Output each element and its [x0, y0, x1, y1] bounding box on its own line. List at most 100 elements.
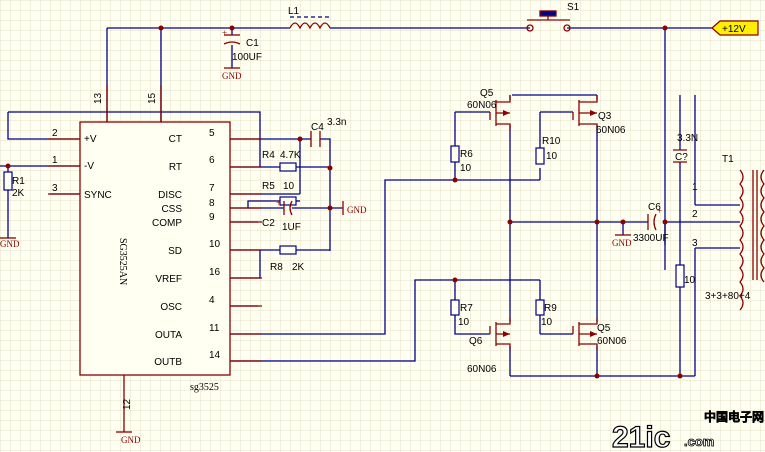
r5-ref: R5 [262, 181, 275, 192]
ic-pin-num: 9 [209, 212, 215, 223]
resistor-r6[interactable]: R6 10 [450, 145, 473, 174]
s1-ref: S1 [567, 2, 580, 13]
t1-pin: 1 [692, 182, 698, 193]
q5b-ref: Q5 [597, 323, 611, 334]
mosfet-q6[interactable]: Q6 60N06 [467, 318, 511, 375]
ic-label: sg3525 [190, 382, 219, 393]
r10-value: 10 [546, 151, 558, 162]
gnd-c6: GND [612, 234, 632, 248]
l1-ref: L1 [288, 6, 300, 17]
watermark-logo: 21ic .com 中国电子网 [611, 409, 764, 452]
capacitor-c2[interactable]: + C2 1UF [262, 198, 301, 233]
mosfet-q5-bottom[interactable]: Q5 60N06 [572, 318, 627, 350]
ic-pin-num: 10 [209, 239, 221, 250]
r1-value: 2K [12, 188, 25, 199]
r1-ref: R1 [12, 176, 25, 187]
ic-pin-num: 16 [209, 267, 221, 278]
ic-pin-name: COMP [152, 218, 182, 229]
resistor-r4[interactable]: R4 4.7K [262, 150, 301, 172]
ic-sg3525[interactable]: 2 1 3 +V -V SYNC CT RT DISC CSS COMP SD … [48, 85, 262, 432]
ic-pin-num: 7 [209, 183, 215, 194]
ic-pin-name: OSC [160, 302, 182, 313]
junction-dots [5, 25, 683, 379]
cq-ref: C? [675, 152, 688, 163]
q3-part: 60N06 [596, 125, 626, 136]
ic-pin-num: 12 [122, 398, 133, 410]
resistor-r10[interactable]: R10 10 [535, 136, 561, 165]
c2-value: 1UF [282, 222, 301, 233]
ic-pin-name: RT [169, 162, 182, 173]
q5a-ref: Q5 [480, 88, 494, 99]
ic-pin-num: 14 [209, 350, 221, 361]
r10-ref: R10 [542, 136, 561, 147]
r7-ref: R7 [460, 303, 473, 314]
ic-pin-num: 13 [93, 92, 104, 104]
resistor-r8[interactable]: R8 2K [270, 245, 305, 273]
ic-part-number: SG3525AN [117, 238, 128, 285]
watermark-dot: .com [684, 434, 714, 449]
ic-pin-name: SYNC [84, 190, 112, 201]
c6-value: 3300UF [633, 233, 669, 244]
r9-ref: R9 [544, 303, 557, 314]
ic-pin-num: 11 [209, 323, 220, 334]
gnd-ic: GND [116, 431, 141, 445]
q5a-part: 60N06 [467, 100, 497, 111]
mosfet-q3[interactable]: Q3 60N06 [572, 95, 626, 136]
r4-value: 4.7K [280, 150, 301, 161]
resistor-rb[interactable]: 10 [675, 264, 696, 288]
c4-ref: C4 [311, 122, 324, 133]
r8-ref: R8 [270, 262, 283, 273]
ic-pin-num: 6 [209, 155, 215, 166]
c4-value: 3.3n [327, 117, 346, 128]
svg-text:+: + [657, 206, 662, 216]
t1-ref: T1 [722, 154, 734, 165]
vcc-label: +12V [722, 24, 746, 35]
q6-ref: Q6 [469, 336, 483, 347]
r6-ref: R6 [460, 149, 473, 160]
r6-value: 10 [460, 163, 472, 174]
ic-pin-name: OUTB [154, 357, 182, 368]
q3-ref: Q3 [598, 111, 612, 122]
ic-pin-name: SD [168, 246, 182, 257]
ic-pin-name: OUTA [155, 330, 182, 341]
wires [0, 27, 740, 377]
svg-text:+: + [222, 28, 227, 38]
resistor-r1[interactable]: R1 2K GND [0, 171, 25, 249]
c1-ref: C1 [246, 38, 259, 49]
mosfet-q5-top[interactable]: Q5 60N06 [467, 88, 511, 130]
resistor-r9[interactable]: R9 10 [535, 299, 557, 328]
ic-pin-num: 8 [209, 198, 215, 209]
t1-winding: 3+3+80+4 [705, 291, 751, 302]
ic-pin-num: 4 [209, 295, 215, 306]
ic-pin-num: 3 [52, 183, 58, 194]
ic-pin-num: 5 [209, 128, 215, 139]
cq-value: 3.3N [677, 133, 698, 144]
switch-s1[interactable]: S1 [526, 2, 580, 32]
resistor-r7[interactable]: R7 10 [450, 299, 473, 328]
transformer-t1[interactable]: T1 1 2 3 3+3+80+4 [692, 154, 765, 311]
c1-value: 100UF [232, 52, 262, 63]
capacitor-c1[interactable]: + C1 100UF GND [222, 28, 262, 81]
ic-pin-num: 1 [52, 155, 58, 166]
ic-pin-name: CSS [161, 204, 182, 215]
svg-text:+: + [276, 198, 281, 208]
capacitor-c4[interactable]: C4 3.3n [310, 117, 346, 147]
resistor-r5[interactable]: R5 10 [262, 181, 297, 206]
capacitor-cq[interactable]: 3.3N C? [673, 133, 698, 163]
ic-pin-name: +V [84, 134, 97, 145]
capacitor-c6[interactable]: + C6 3300UF [633, 202, 669, 244]
r9-value: 10 [541, 317, 553, 328]
inductor-l1[interactable]: L1 [288, 6, 331, 30]
gnd-label: GND [0, 239, 20, 249]
t1-pin: 2 [692, 209, 698, 220]
ic-pin-num: 2 [52, 128, 58, 139]
watermark-main: 21ic [612, 421, 670, 452]
gnd-label: GND [222, 71, 242, 81]
ic-pin-name: CT [169, 134, 182, 145]
q6-part: 60N06 [467, 364, 497, 375]
gnd-label: GND [347, 205, 367, 215]
gnd-label: GND [612, 238, 632, 248]
ic-pin-num: 15 [147, 92, 158, 104]
t1-pin: 3 [692, 238, 698, 249]
